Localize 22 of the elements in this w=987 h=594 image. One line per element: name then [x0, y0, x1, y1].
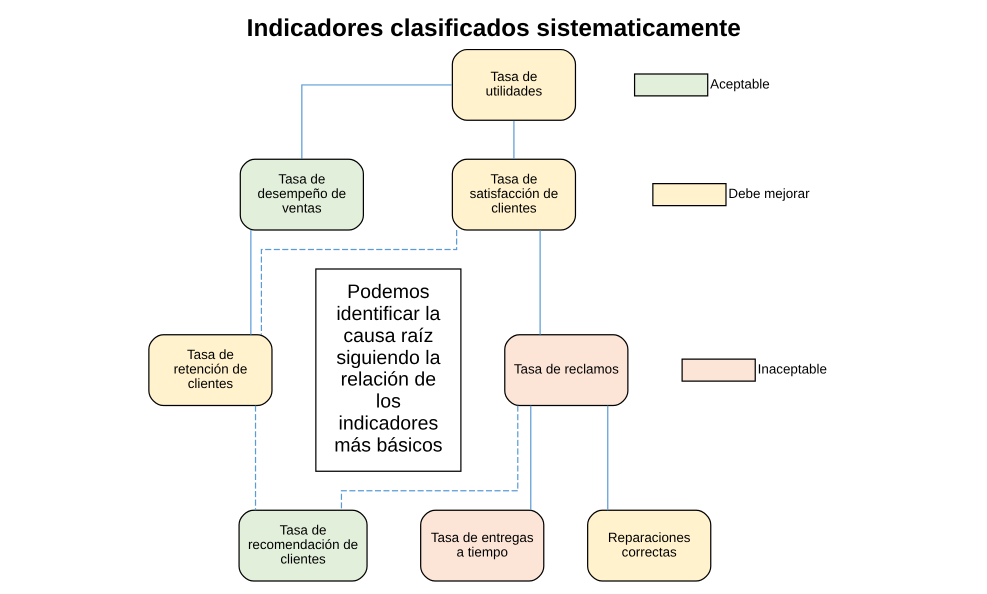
node-box: Tasa de retención de clientes [148, 334, 273, 406]
connector [250, 230, 252, 335]
connector [340, 406, 518, 510]
node-box: Tasa de utilidades [452, 48, 576, 121]
diagram-title: Indicadores clasificados sistematicamente [246, 15, 741, 42]
legend-label: Aceptable [710, 76, 770, 92]
node-box: Reparaciones correctas [587, 510, 712, 582]
connector [530, 406, 532, 510]
node-box: Podemos identificar la causa raíz siguiendo la relación de los indicadores más básicos [315, 268, 462, 472]
connector [301, 84, 452, 159]
node-box: Tasa de entregas a tiempo [420, 510, 544, 582]
legend-label: Debe mejorar [728, 186, 810, 202]
connector [540, 230, 541, 335]
legend-label: Inaceptable [758, 362, 827, 377]
node-box: Tasa de recomendación de clientes [238, 510, 368, 582]
connector [513, 120, 515, 159]
connector [254, 406, 256, 510]
node-box: Tasa de reclamos [504, 334, 628, 406]
node-box: Tasa de desempeño de ventas [240, 158, 364, 231]
connector [607, 406, 608, 510]
connector [260, 230, 458, 335]
node-box: Tasa de satisfacción de clientes [452, 158, 576, 231]
